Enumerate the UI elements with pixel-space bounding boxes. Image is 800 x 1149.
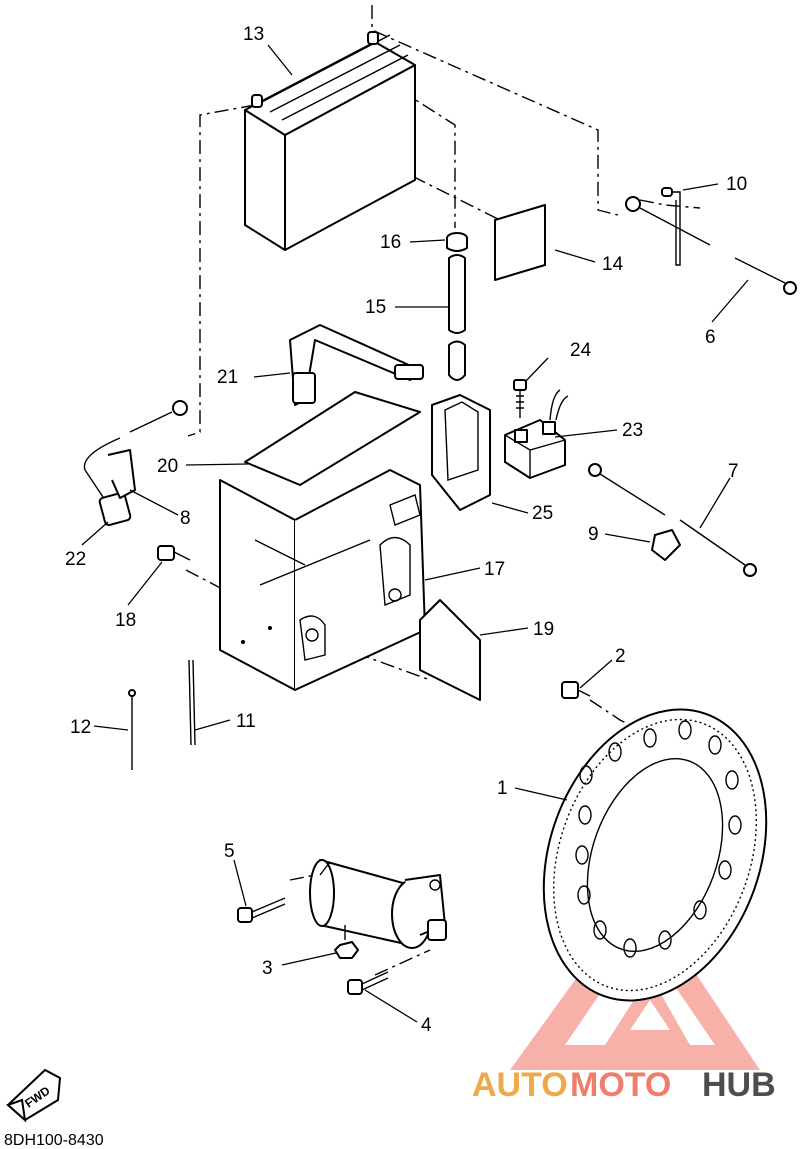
starter-bolt-5 bbox=[237, 897, 286, 923]
rubber-plate bbox=[419, 599, 481, 701]
ring-gear bbox=[542, 708, 768, 1002]
battery-band bbox=[289, 324, 424, 406]
starter-relay bbox=[504, 389, 569, 479]
watermark-moto: MOTO bbox=[570, 1066, 671, 1104]
leader-lines bbox=[81, 44, 749, 1023]
callout-24: 24 bbox=[570, 340, 592, 361]
callout-10: 10 bbox=[726, 174, 747, 195]
callout-13: 13 bbox=[243, 24, 264, 45]
callout-21: 21 bbox=[217, 367, 238, 388]
gear-bolt bbox=[561, 681, 591, 699]
callout-15: 15 bbox=[365, 297, 386, 318]
relay-cover bbox=[431, 394, 491, 511]
callout-25: 25 bbox=[532, 503, 553, 524]
callout-9: 9 bbox=[588, 524, 599, 545]
battery-label-plate bbox=[494, 204, 546, 281]
band-clip bbox=[661, 187, 681, 266]
callout-17: 17 bbox=[484, 559, 505, 580]
callout-5: 5 bbox=[224, 841, 235, 862]
watermark-auto: AUTO bbox=[472, 1066, 568, 1104]
callout-16: 16 bbox=[380, 232, 401, 253]
battery-box bbox=[219, 469, 426, 691]
callout-11: 11 bbox=[236, 711, 256, 732]
callout-7: 7 bbox=[728, 461, 739, 482]
callout-4: 4 bbox=[421, 1015, 432, 1036]
box-bolt bbox=[157, 545, 191, 561]
callout-2: 2 bbox=[615, 646, 626, 667]
positive-cable bbox=[588, 463, 757, 577]
battery bbox=[244, 31, 416, 251]
callout-6: 6 bbox=[705, 327, 716, 348]
breather-cap bbox=[446, 232, 468, 252]
relay-bolt bbox=[513, 379, 527, 418]
lead-wire bbox=[83, 400, 188, 526]
fwd-arrow-icon: FWD bbox=[6, 1068, 62, 1123]
wire-clamp bbox=[107, 449, 136, 499]
callout-18: 18 bbox=[115, 610, 136, 631]
starter-motor bbox=[309, 859, 447, 949]
callout-1: 1 bbox=[497, 778, 508, 799]
callout-14: 14 bbox=[602, 254, 624, 275]
terminal-cover bbox=[651, 529, 681, 561]
breather-hose bbox=[448, 254, 466, 381]
battery-pad bbox=[244, 391, 421, 486]
callout-12: 12 bbox=[70, 717, 91, 738]
starter-nut bbox=[334, 941, 359, 959]
callout-23: 23 bbox=[622, 420, 643, 441]
callout-20: 20 bbox=[157, 456, 178, 477]
callout-22: 22 bbox=[65, 549, 86, 570]
starter-bolt-4 bbox=[347, 971, 389, 995]
callout-19: 19 bbox=[533, 619, 554, 640]
diagram-code: 8DH100-8430 bbox=[4, 1132, 104, 1149]
callout-8: 8 bbox=[180, 508, 191, 529]
cable-band-11 bbox=[188, 659, 196, 746]
callout-labels: 13 10 16 14 15 6 24 21 23 20 7 8 25 9 22… bbox=[65, 24, 747, 1036]
watermark-text: AUTO MOTO HUB bbox=[472, 1066, 776, 1104]
cable-clip-12 bbox=[128, 689, 136, 770]
watermark-hub: HUB bbox=[702, 1066, 776, 1104]
callout-3: 3 bbox=[262, 958, 273, 979]
negative-cable bbox=[625, 196, 797, 295]
